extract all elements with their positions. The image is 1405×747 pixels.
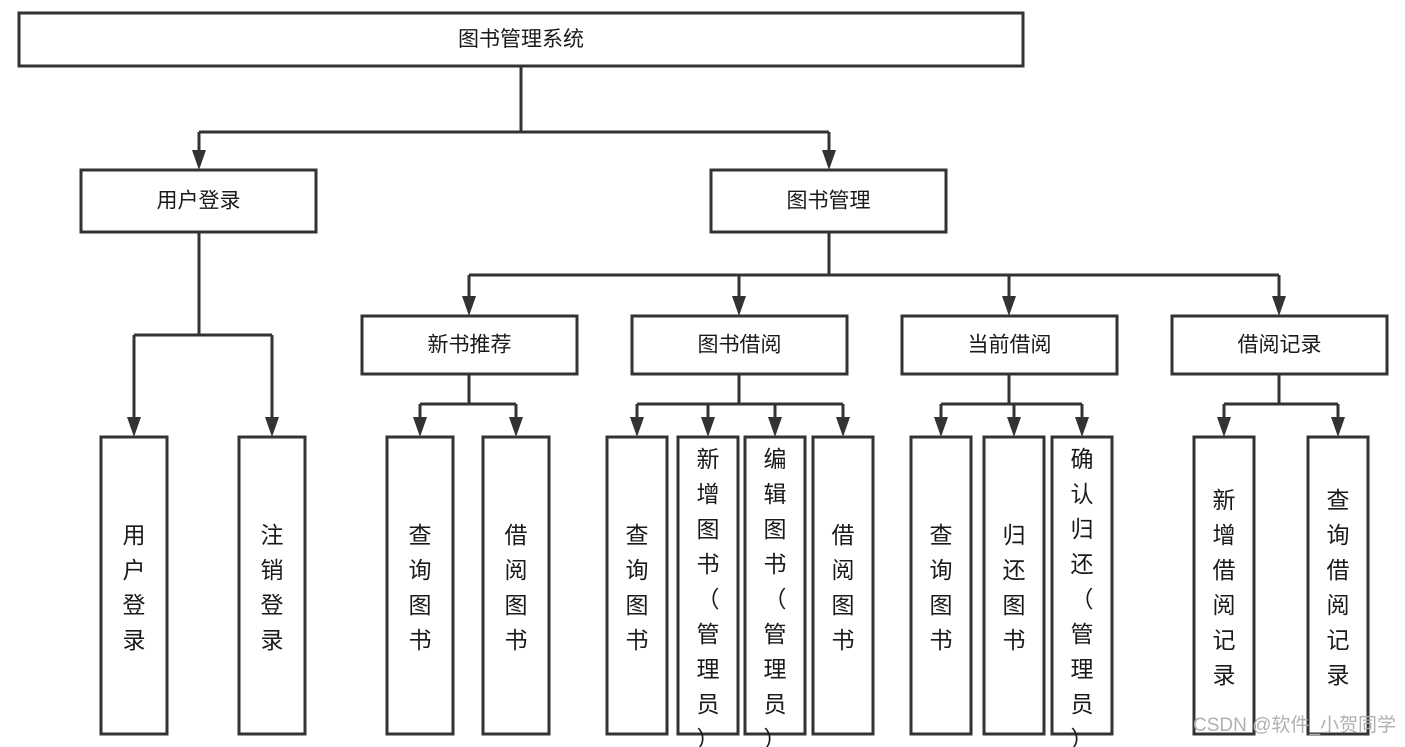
leaf-node-leaf-return-book[interactable]: 归还图书 [982, 435, 1046, 736]
arrow-current-borrow-icon [1002, 296, 1016, 316]
leaf-node-leaf-query-book-cur[interactable]: 查询图书 [909, 435, 973, 736]
leaf-node-leaf-user-login[interactable]: 用户登录 [99, 435, 169, 736]
node-label: 查询图书 [409, 522, 432, 653]
node-label: 图书借阅 [698, 334, 782, 357]
node-box [1192, 435, 1256, 736]
leaf-node-leaf-query-book-borrow[interactable]: 查询图书 [605, 435, 669, 736]
leaf-node-leaf-logout[interactable]: 注销登录 [237, 435, 307, 736]
node-box [1306, 435, 1370, 736]
leaf-node-leaf-borrow-book-rec[interactable]: 借阅图书 [481, 435, 551, 736]
leaf-node-leaf-query-book-rec[interactable]: 查询图书 [385, 435, 455, 736]
arrow-book-borrow-icon [732, 296, 746, 316]
node-label: 查询图书 [626, 522, 649, 653]
node-label: 借阅记录 [1238, 334, 1322, 357]
arrow-leaf-query-book-cur-icon [934, 417, 948, 437]
arrow-user-login-icon [192, 150, 206, 170]
node-label: 归还图书 [1003, 522, 1026, 653]
level3-node-current-borrow[interactable]: 当前借阅 [900, 314, 1119, 376]
arrow-leaf-confirm-return-icon [1075, 417, 1089, 437]
node-box [709, 168, 948, 234]
node-box [99, 435, 169, 736]
node-box [982, 435, 1046, 736]
arrow-leaf-logout-icon [265, 417, 279, 437]
arrow-leaf-add-book-icon [701, 417, 715, 437]
arrow-leaf-user-login-icon [127, 417, 141, 437]
node-label: 新增图书（管理员） [697, 446, 720, 747]
connector-lines [132, 66, 1340, 418]
node-box [630, 314, 849, 376]
arrow-heads [127, 150, 1345, 437]
node-label: 当前借阅 [968, 334, 1052, 357]
node-box [909, 435, 973, 736]
node-box [743, 435, 807, 736]
leaf-node-leaf-add-record[interactable]: 新增借阅记录 [1192, 435, 1256, 736]
node-label: 用户登录 [157, 190, 241, 213]
csdn-watermark: CSDN @软件_小贺同学 [1193, 714, 1396, 736]
arrow-leaf-edit-book-icon [768, 417, 782, 437]
node-box [385, 435, 455, 736]
node-box [605, 435, 669, 736]
node-box [481, 435, 551, 736]
node-box [237, 435, 307, 736]
arrow-leaf-add-record-icon [1217, 417, 1231, 437]
node-label: 新书推荐 [428, 334, 512, 357]
node-label: 确认归还（管理员） [1071, 446, 1094, 747]
leaf-node-leaf-add-book[interactable]: 新增图书（管理员） [676, 435, 740, 747]
node-box [17, 11, 1025, 68]
level2-node-book-manage[interactable]: 图书管理 [709, 168, 948, 234]
arrow-leaf-query-book-rec-icon [413, 417, 427, 437]
node-box [79, 168, 318, 234]
node-label: 查询图书 [930, 522, 953, 653]
node-label: 注销登录 [261, 522, 284, 653]
arrow-book-manage-icon [822, 150, 836, 170]
node-label: 新增借阅记录 [1213, 487, 1236, 688]
diagram-nodes: 图书管理系统用户登录图书管理新书推荐图书借阅当前借阅借阅记录用户登录注销登录查询… [17, 11, 1389, 747]
node-box [1170, 314, 1389, 376]
leaf-node-leaf-edit-book[interactable]: 编辑图书（管理员） [743, 435, 807, 747]
node-label: 借阅图书 [832, 522, 855, 653]
node-label: 编辑图书（管理员） [764, 446, 787, 747]
arrow-leaf-query-book-borrow-icon [630, 417, 644, 437]
arrow-leaf-query-record-icon [1331, 417, 1345, 437]
leaf-node-leaf-query-record[interactable]: 查询借阅记录 [1306, 435, 1370, 736]
node-box [900, 314, 1119, 376]
node-box [676, 435, 740, 736]
arrow-leaf-return-book-icon [1007, 417, 1021, 437]
arrow-leaf-borrow-book-rec-icon [509, 417, 523, 437]
level3-node-borrow-record[interactable]: 借阅记录 [1170, 314, 1389, 376]
arrow-leaf-borrow-book-icon [836, 417, 850, 437]
arrow-borrow-record-icon [1272, 296, 1286, 316]
root-node-root[interactable]: 图书管理系统 [17, 11, 1025, 68]
leaf-node-leaf-borrow-book[interactable]: 借阅图书 [811, 435, 875, 736]
node-label: 图书管理 [787, 190, 871, 213]
level3-node-new-book-recommend[interactable]: 新书推荐 [360, 314, 579, 376]
leaf-node-leaf-confirm-return[interactable]: 确认归还（管理员） [1050, 435, 1114, 747]
node-box [1050, 435, 1114, 736]
node-label: 图书管理系统 [458, 28, 584, 51]
arrow-new-book-recommend-icon [462, 296, 476, 316]
node-box [811, 435, 875, 736]
node-box [360, 314, 579, 376]
level3-node-book-borrow[interactable]: 图书借阅 [630, 314, 849, 376]
node-label: 借阅图书 [505, 522, 528, 653]
node-label: 用户登录 [123, 522, 146, 653]
node-label: 查询借阅记录 [1327, 487, 1350, 688]
level2-node-user-login[interactable]: 用户登录 [79, 168, 318, 234]
